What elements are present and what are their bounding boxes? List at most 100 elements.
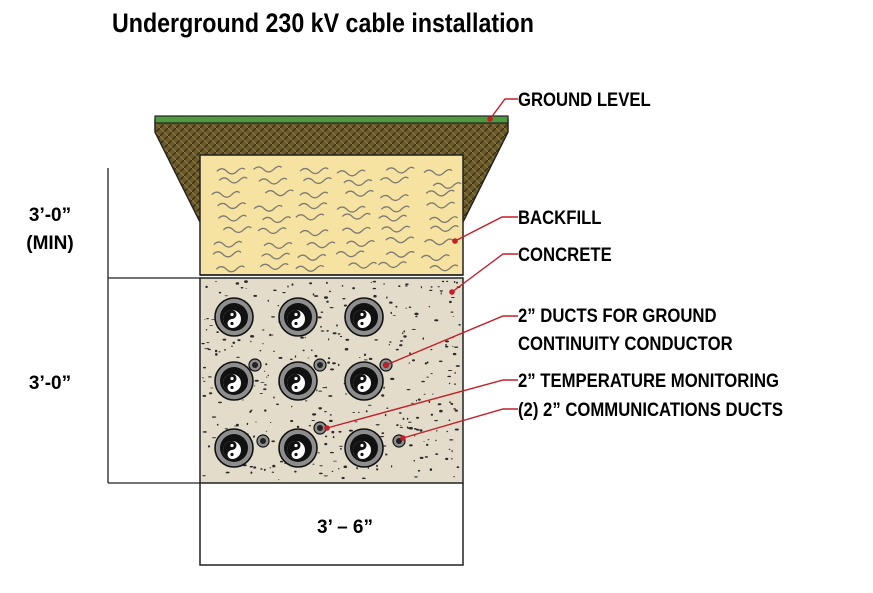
concrete-speckle <box>354 421 358 423</box>
concrete-speckle <box>246 422 249 426</box>
cable-duct-icon <box>214 361 254 401</box>
concrete-speckle <box>302 349 305 352</box>
concrete-speckle <box>453 383 457 385</box>
backfill-squiggle <box>299 167 329 175</box>
concrete-speckle <box>264 409 267 412</box>
concrete-speckle <box>237 339 241 342</box>
dimension-upper-height: 3’-0” <box>29 205 71 226</box>
concrete-speckle <box>429 468 433 471</box>
concrete-speckle <box>235 282 240 285</box>
concrete-speckle <box>250 335 255 338</box>
concrete-speckle <box>398 412 402 414</box>
concrete-speckle <box>308 425 312 427</box>
concrete-speckle <box>267 374 269 377</box>
backfill-squiggle <box>262 216 292 224</box>
concrete-speckle <box>414 435 416 437</box>
concrete-speckle <box>216 331 220 333</box>
concrete-speckle <box>210 387 214 389</box>
concrete-speckle <box>365 410 368 413</box>
concrete-speckle <box>269 334 274 336</box>
concrete-speckle <box>423 393 426 395</box>
concrete-speckle <box>441 280 445 283</box>
concrete-speckle <box>352 287 355 290</box>
concrete-speckle <box>430 349 433 351</box>
concrete-speckle <box>205 329 208 331</box>
concrete-speckle <box>332 362 336 365</box>
cable-duct-icon <box>344 297 384 337</box>
backfill-squiggle <box>348 261 378 269</box>
concrete-speckle <box>245 288 247 289</box>
concrete-speckle <box>370 281 372 284</box>
concrete-speckle <box>339 445 343 447</box>
cable-duct-icon <box>278 361 318 401</box>
concrete-speckle <box>440 292 442 295</box>
concrete-speckle <box>448 419 451 422</box>
concrete-speckle <box>203 380 206 382</box>
backfill-squiggle <box>424 238 453 246</box>
backfill-squiggle <box>306 241 336 249</box>
concrete-speckle <box>390 311 393 314</box>
concrete-speckle <box>206 342 210 344</box>
backfill-squiggle <box>336 205 366 213</box>
concrete-speckle <box>202 475 206 477</box>
concrete-speckle <box>263 388 267 391</box>
concrete-speckle <box>423 441 425 442</box>
concrete-speckle <box>411 328 416 330</box>
concrete-speckle <box>224 295 229 297</box>
backfill-squiggle <box>295 264 325 272</box>
concrete-speckle <box>405 283 409 286</box>
concrete-speckle <box>294 470 297 473</box>
concrete-speckle <box>458 324 461 326</box>
concrete-speckle <box>204 319 206 320</box>
concrete-speckle <box>415 315 418 318</box>
backfill-texture <box>211 165 462 273</box>
concrete-speckle <box>218 291 222 294</box>
concrete-speckle <box>300 336 304 339</box>
cable-duct-icon <box>214 428 254 468</box>
concrete-speckle <box>438 360 443 363</box>
concrete-speckle <box>313 295 319 297</box>
concrete-speckle <box>367 466 370 469</box>
backfill-squiggle <box>302 177 332 185</box>
concrete-speckle <box>455 365 460 367</box>
concrete-speckle <box>395 305 398 308</box>
concrete-speckle <box>402 417 405 420</box>
concrete-speckle <box>449 401 452 403</box>
concrete-speckle <box>452 345 454 347</box>
concrete-speckle <box>375 424 380 426</box>
concrete-speckle <box>218 351 221 353</box>
concrete-speckle <box>329 414 332 416</box>
leader-backfill <box>454 216 518 242</box>
concrete-speckle <box>214 349 218 353</box>
small-duct-icon <box>256 434 270 448</box>
concrete-speckle <box>319 465 323 467</box>
backfill-squiggle <box>343 179 373 187</box>
concrete-speckle <box>374 339 379 341</box>
concrete-speckle <box>450 402 454 405</box>
concrete-speckle <box>403 335 407 338</box>
concrete-speckle <box>204 348 208 350</box>
concrete-speckle <box>406 417 409 420</box>
concrete-speckle <box>456 281 458 284</box>
concrete-speckle <box>399 425 402 427</box>
concrete-speckle <box>312 463 315 465</box>
concrete-speckle <box>291 283 294 286</box>
concrete-speckle <box>389 341 392 343</box>
concrete-speckle <box>434 319 439 322</box>
concrete-speckle <box>380 436 384 438</box>
backfill-squiggle <box>216 167 246 175</box>
backfill-squiggle <box>381 225 411 233</box>
backfill-squiggle <box>341 212 371 220</box>
backfill-squiggle <box>299 229 329 237</box>
concrete-speckle <box>263 384 267 386</box>
backfill-squiggle <box>423 168 453 176</box>
backfill-squiggle <box>257 227 287 235</box>
concrete-speckle <box>323 475 328 477</box>
concrete-speckle <box>386 296 388 299</box>
concrete-speckle <box>454 371 456 375</box>
label-backfill: BACKFILL <box>518 207 602 228</box>
concrete-speckle <box>426 376 430 378</box>
leader-dot-temperature <box>324 425 330 431</box>
backfill-squiggle <box>344 189 374 197</box>
concrete-speckle <box>454 346 459 348</box>
